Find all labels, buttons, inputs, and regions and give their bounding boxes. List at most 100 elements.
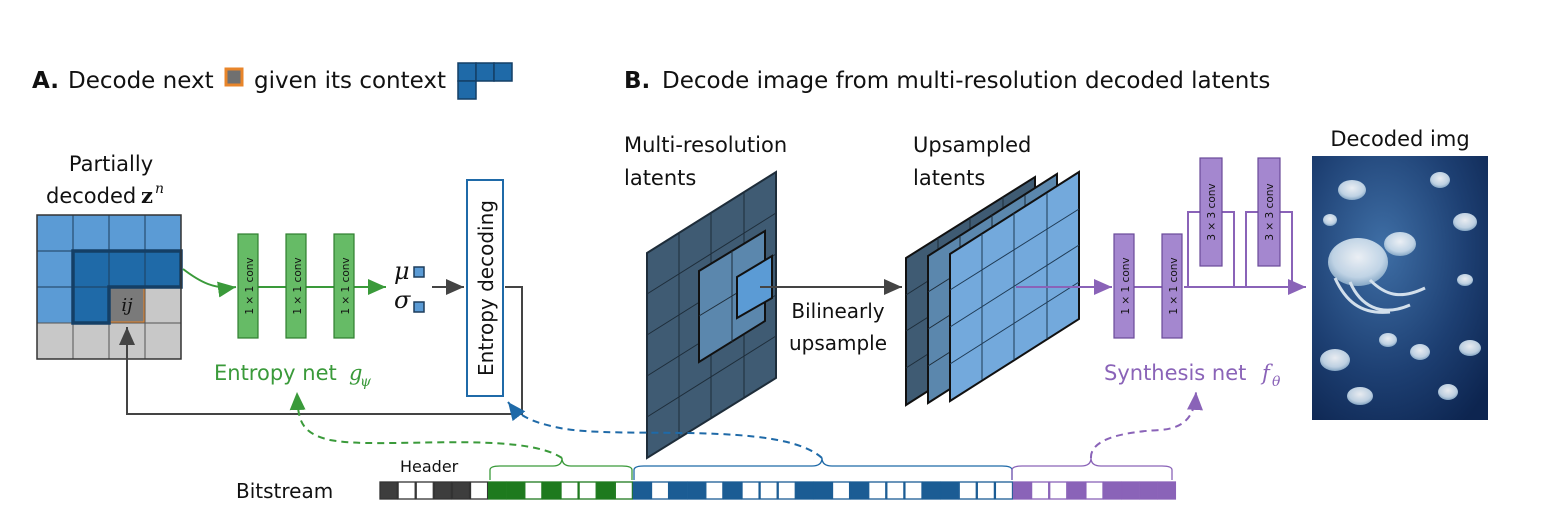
bitstream-bit (487, 481, 507, 500)
synthesis-net-label: Synthesis net (1104, 361, 1246, 385)
entropy-decoding-label: Entropy decoding (474, 200, 498, 376)
bitstream-bit (886, 481, 905, 500)
bitstream-bit (831, 481, 851, 500)
bitstream-bit (578, 481, 597, 500)
bilinear-label-line2: upsample (789, 331, 887, 355)
grid-title-line1: Partially (69, 152, 153, 176)
synthesis-conv1x1-1-label: 1 × 1 conv (1120, 257, 1132, 314)
synthesis-conv1x1-1: 1 × 1 conv (1113, 233, 1135, 339)
bitstream-bit (1085, 481, 1104, 500)
bitstream-bit (976, 481, 996, 500)
entropy-conv-2: 1 × 1 conv (285, 233, 307, 339)
sigma-swatch (413, 301, 425, 313)
bitstream-bit (994, 481, 1014, 500)
upsampled-label-line2: latents (913, 166, 985, 190)
bitstream-bit (1103, 481, 1122, 500)
latents-label-line1: Multi-resolution (624, 133, 787, 157)
entropy-net-symbol: g (349, 361, 362, 385)
bilinear-label-line1: Bilinearly (791, 299, 884, 323)
synthesis-net-subscript: θ (1272, 374, 1281, 390)
decoded-img-label: Decoded img (1330, 127, 1469, 151)
bitstream-bit (1012, 481, 1032, 500)
mu-swatch (413, 266, 425, 278)
bitstream-bit (795, 481, 815, 500)
entropy-net-subscript: ψ (360, 374, 372, 390)
bitstream-bit (868, 481, 887, 500)
bitstream-bit (632, 481, 652, 500)
bitstream-bit (560, 481, 579, 500)
entropy-conv-2-label: 1 × 1 conv (292, 257, 304, 314)
latents-bracket (633, 457, 1013, 480)
upsampled-latents (905, 170, 1080, 407)
synthesis-conv3x3-2-label: 3 × 3 conv (1264, 183, 1276, 240)
synthesis-conv3x3-2: 3 × 3 conv (1257, 157, 1281, 267)
entropy-conv-1: 1 × 1 conv (237, 233, 259, 339)
panel-a-label: A. (32, 68, 59, 94)
grid-to-entropy-net-arrow (182, 268, 237, 298)
panel-a-title: A. Decode next given its context (32, 62, 513, 100)
bitstream-bit (596, 481, 615, 500)
synthesis-conv1x1-2-label: 1 × 1 conv (1168, 257, 1180, 314)
bitstream-bit (506, 481, 525, 500)
multi-resolution-latents (646, 170, 777, 460)
bitstream-bit (849, 481, 869, 500)
grid-symbol-sup: n (155, 181, 164, 197)
bitstream-bit (1030, 481, 1050, 500)
panel-a-title-pre: Decode next (68, 68, 214, 94)
header-label: Header (400, 457, 459, 476)
bitstream-bit (687, 481, 706, 500)
grid-title-line2: decoded (46, 184, 136, 208)
bitstream-bit (1157, 481, 1177, 500)
mu-symbol: μ (394, 257, 410, 285)
bitstream-bit (958, 481, 977, 500)
bitstream-bit (1049, 481, 1068, 500)
panel-b-label: B. (624, 68, 650, 94)
bitstream-bits (379, 481, 1177, 500)
bitstream-label: Bitstream (236, 479, 333, 503)
entropy-conv-3-label: 1 × 1 conv (340, 257, 352, 314)
entropy-decoding-box: Entropy decoding (466, 179, 504, 397)
synthesis-conv3x3-1: 3 × 3 conv (1199, 157, 1223, 267)
sigma-symbol: σ (394, 286, 411, 314)
bitstream-bit (433, 481, 453, 500)
next-cell-swatch (224, 67, 244, 87)
bitstream-bit (614, 481, 634, 500)
synthesis-params-bracket (1011, 457, 1173, 480)
entropy-params-dashed-arrow (289, 391, 563, 459)
bitstream-bit (397, 481, 416, 500)
entropy-net-label: Entropy net (214, 361, 337, 385)
bitstream-bit (650, 481, 670, 500)
grid-symbol: z (141, 183, 153, 208)
panel-a-title-post: given its context (254, 68, 446, 94)
latents-label-line2: latents (624, 166, 696, 190)
synthesis-conv3x3-1-label: 3 × 3 conv (1206, 183, 1218, 240)
bitstream-bit (723, 481, 742, 500)
entropy-conv-3: 1 × 1 conv (333, 233, 355, 339)
bitstream-bit (741, 481, 760, 500)
latents-dashed-arrow (507, 401, 823, 459)
synthesis-params-dashed-arrow (1089, 391, 1203, 459)
entropy-conv-1-label: 1 × 1 conv (244, 257, 256, 314)
bitstream-bit (469, 481, 489, 500)
bitstream-bit (777, 481, 796, 500)
bitstream-bit (542, 481, 561, 500)
upsampled-label-line1: Upsampled (913, 133, 1031, 157)
bitstream-bit (451, 481, 471, 500)
synthesis-conv1x1-2: 1 × 1 conv (1161, 233, 1183, 339)
context-swatch (457, 62, 513, 100)
panel-b-title: B. Decode image from multi-resolution de… (624, 68, 1270, 94)
synthesis-net-symbol: f (1260, 361, 1273, 385)
panel-b-title-text: Decode image from multi-resolution decod… (662, 68, 1270, 94)
entropy-params-bracket (489, 457, 633, 480)
synthesis-flow (1134, 211, 1306, 295)
bitstream-bit (668, 481, 688, 500)
bitstream-bit (415, 481, 434, 500)
cell-label-ij: ij (121, 295, 133, 316)
bitstream-bit (1067, 481, 1086, 500)
bitstream-bit (379, 481, 398, 500)
bitstream-bit (813, 481, 833, 500)
bitstream-bit (524, 481, 543, 500)
bitstream-bit (1121, 481, 1140, 500)
bitstream-bit (759, 481, 778, 500)
